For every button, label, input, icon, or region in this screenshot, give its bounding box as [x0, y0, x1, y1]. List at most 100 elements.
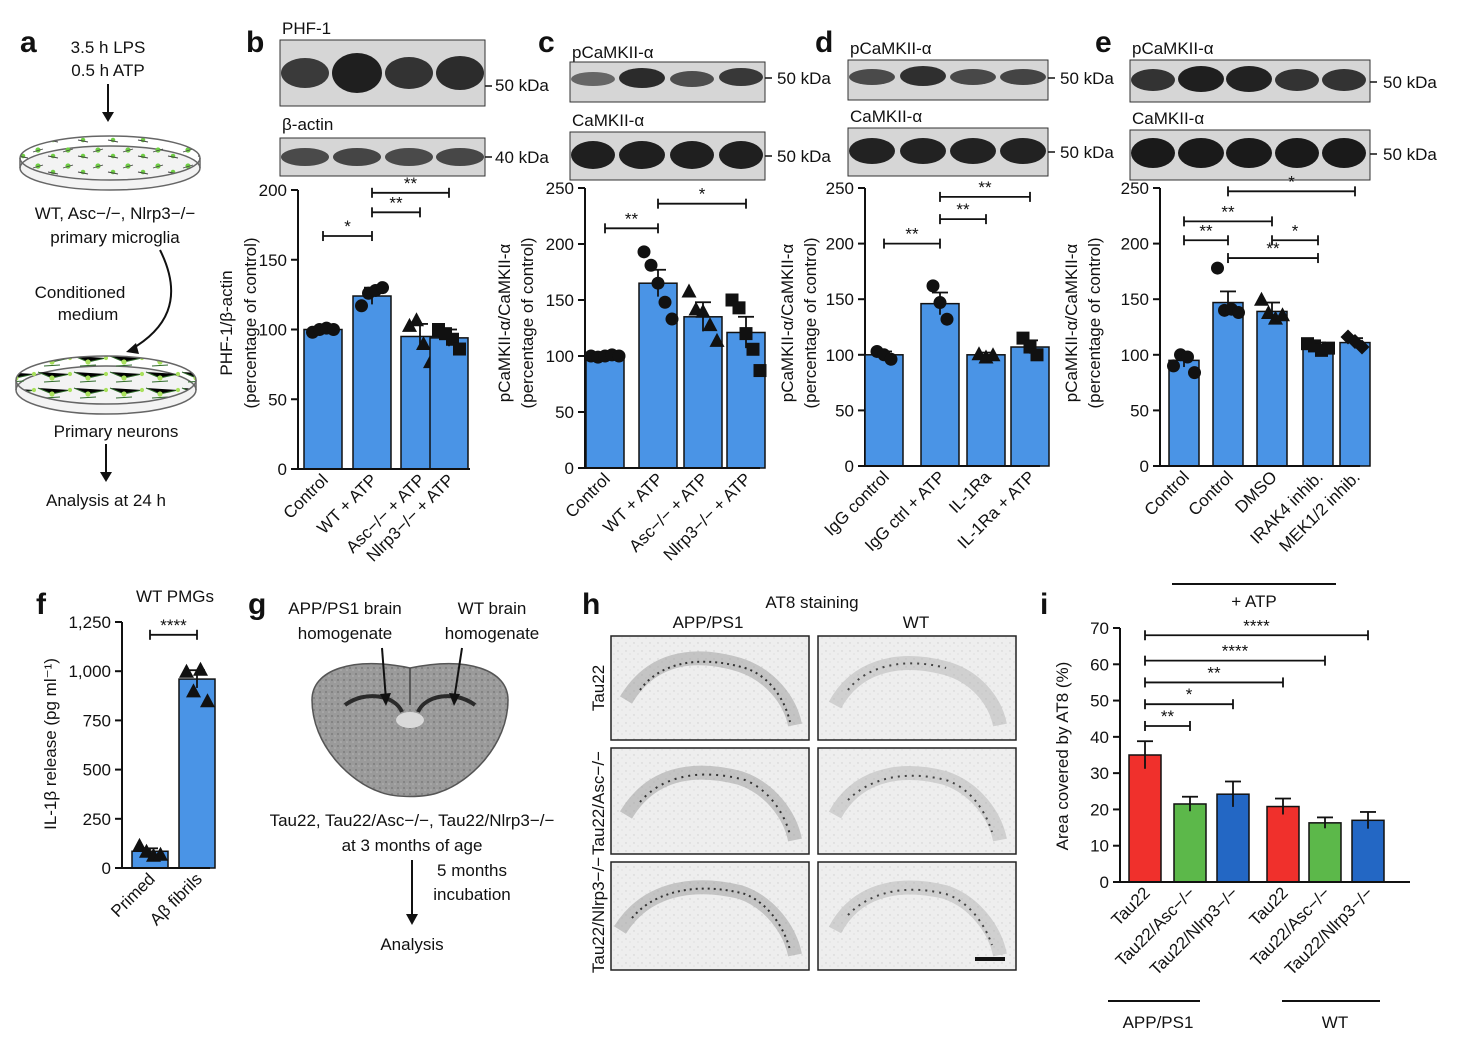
- bar: [1266, 805, 1300, 883]
- data-point: [409, 312, 424, 327]
- i-group-label-app: APP/PS1: [1123, 1013, 1194, 1032]
- dish2-caption: Primary neurons: [54, 422, 179, 441]
- data-point: [153, 846, 168, 861]
- data-point: [665, 312, 679, 326]
- bar: [1308, 822, 1342, 883]
- bar: [864, 354, 904, 467]
- y-tick-label: 50: [1090, 692, 1109, 711]
- y-tick-label: 200: [259, 181, 287, 200]
- schema-final: Analysis at 24 h: [46, 491, 166, 510]
- bar: [1302, 346, 1334, 467]
- g-left-label-2: homogenate: [298, 624, 393, 643]
- panel-g: g APP/PS1 brain homogenate WT brain homo…: [248, 588, 554, 954]
- bar: [1173, 803, 1207, 883]
- y-tick-label: 0: [102, 859, 111, 878]
- data-point: [132, 837, 147, 852]
- sig-star: **: [1199, 221, 1213, 240]
- y-tick-label: 100: [546, 347, 574, 366]
- sig-star: ****: [1222, 642, 1249, 661]
- data-point: [658, 295, 672, 309]
- bar: [1351, 819, 1385, 883]
- sig-star: **: [625, 209, 639, 228]
- y-tick-label: 70: [1090, 619, 1109, 638]
- schema-lps-label: 3.5 h LPS: [71, 38, 146, 57]
- blot-c-kda-1: 50 kDa: [777, 69, 831, 88]
- schema-curved-arrow: [129, 249, 173, 351]
- h-col-label-app: APP/PS1: [673, 613, 744, 632]
- data-point: [695, 303, 711, 318]
- g-arrow-right: [453, 647, 463, 701]
- h-col-label-wt: WT: [903, 613, 929, 632]
- data-point: [179, 663, 194, 678]
- data-point: [709, 332, 725, 347]
- d-ylabel-1: pCaMKII-α/CaMKII-α: [778, 244, 797, 403]
- conditioned-label-1: Conditioned: [35, 283, 126, 302]
- micrograph-wt-nlrp3: [817, 861, 1017, 971]
- panel-letter-b: b: [246, 26, 264, 59]
- e-ylabel-2: (percentage of control): [1085, 237, 1104, 408]
- micrograph-wt-asc: [817, 747, 1017, 855]
- data-point: [1232, 306, 1245, 320]
- blot-b-2-bands: [281, 148, 484, 166]
- panel-c-blots: c pCaMKII-α 50 kDa CaMKII-α 50 kDa: [538, 26, 831, 181]
- blot-d-label-1: pCaMKII-α: [850, 39, 932, 58]
- panel-d-blots: d pCaMKII-α 50 kDa CaMKII-α 50 kDa: [815, 26, 1114, 177]
- sig-star: **: [956, 200, 970, 219]
- blot-e-label-1: pCaMKII-α: [1132, 39, 1214, 58]
- sig-star: **: [1266, 239, 1280, 258]
- y-tick-label: 20: [1090, 800, 1109, 819]
- data-point: [453, 342, 466, 356]
- blot-c-1-bands: [571, 68, 763, 88]
- panel-letter-a: a: [20, 26, 37, 59]
- bar: [1216, 793, 1250, 883]
- bar: [638, 282, 678, 469]
- b-ylabel-2: (percentage of control): [241, 237, 260, 408]
- data-point: [355, 299, 368, 313]
- schema-atp-label: 0.5 h ATP: [71, 61, 144, 80]
- y-tick-label: 150: [546, 291, 574, 310]
- bar: [1256, 310, 1288, 467]
- data-point: [753, 364, 767, 378]
- sig-star: *: [344, 217, 351, 236]
- panel-letter-i: i: [1040, 588, 1048, 621]
- blot-c-label-1: pCaMKII-α: [572, 43, 654, 62]
- data-point: [1188, 366, 1201, 380]
- blot-e-kda-1: 50 kDa: [1383, 73, 1437, 92]
- g-arrowhead-left: [380, 693, 391, 706]
- g-right-label-1: WT brain: [458, 599, 527, 618]
- dish1-caption-1: WT, Asc−/−, Nlrp3−/−: [35, 204, 196, 223]
- h-row-label-3: Tau22/Nlrp3−/−: [589, 857, 608, 973]
- data-point: [1254, 291, 1269, 306]
- data-point: [732, 301, 746, 315]
- y-tick-label: 200: [546, 235, 574, 254]
- g-right-label-2: homogenate: [445, 624, 540, 643]
- data-point: [1030, 348, 1044, 362]
- neuron-dish: [15, 355, 197, 415]
- data-point: [739, 327, 753, 341]
- bar: [585, 355, 625, 469]
- sig-star: *: [699, 185, 706, 204]
- y-tick-label: 0: [1140, 457, 1149, 476]
- blot-e-1-bands: [1131, 66, 1366, 92]
- data-point: [884, 352, 898, 366]
- b-ylabel-1: PHF-1/β-actin: [217, 270, 236, 375]
- e-ylabel-1: pCaMKII-α/CaMKII-α: [1062, 244, 1081, 403]
- panel-h: h AT8 staining APP/PS1 WT Tau22 Tau22/As…: [582, 588, 1017, 973]
- y-tick-label: 250: [83, 810, 111, 829]
- data-point: [612, 349, 626, 363]
- data-point: [416, 335, 431, 350]
- data-point: [327, 323, 340, 336]
- data-point: [985, 347, 1001, 362]
- data-point: [1322, 341, 1335, 355]
- sig-star: ****: [1243, 616, 1270, 635]
- blot-c-label-2: CaMKII-α: [572, 111, 644, 130]
- x-tick-label: Aβ fibrils: [146, 869, 206, 929]
- blot-e-2-bands: [1131, 138, 1366, 168]
- x-tick-label: IL-1Ra + ATP: [954, 467, 1039, 552]
- i-group-label-wt: WT: [1322, 1013, 1348, 1032]
- data-point: [940, 312, 954, 326]
- sig-star: *: [1186, 685, 1193, 704]
